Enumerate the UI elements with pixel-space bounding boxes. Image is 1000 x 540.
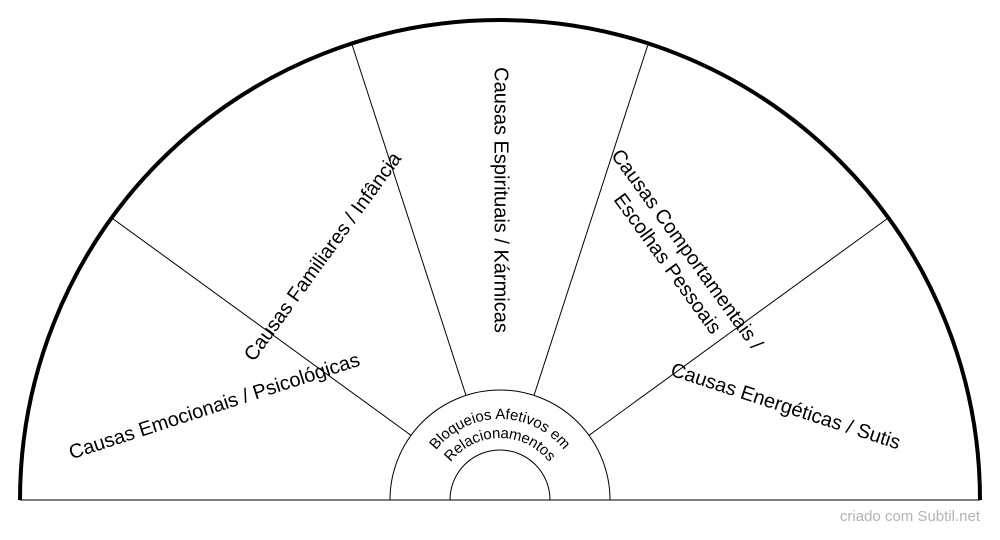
sector-label: Causas Espirituais / Kármicas <box>490 67 512 333</box>
sector-label-line: Causas Comportamentais / <box>607 145 767 354</box>
divider-line <box>533 43 649 396</box>
divider-line <box>588 217 889 436</box>
sector-label: Causas Emocionais / Psicológicas <box>66 349 362 464</box>
sector-label-line: Causas Familiares / Infância <box>240 148 407 366</box>
sector-label: Causas Comportamentais /Escolhas Pessoai… <box>607 145 767 354</box>
sector-label-line: Causas Emocionais / Psicológicas <box>66 349 362 464</box>
middle-arc <box>389 389 611 501</box>
sector-label: Causas Energéticas / Sutis <box>668 359 903 454</box>
divider-line <box>111 217 412 436</box>
chart-frame <box>18 18 982 501</box>
credit-text: criado com Subtil.net <box>839 508 980 525</box>
divider-line <box>351 43 467 396</box>
sector-dividers <box>111 43 889 436</box>
sector-label-line: Causas Energéticas / Sutis <box>668 359 903 454</box>
outer-arc <box>18 18 982 501</box>
sector-label: Causas Familiares / Infância <box>240 148 407 366</box>
sector-label-line: Causas Espirituais / Kármicas <box>490 67 512 333</box>
inner-arc <box>449 449 551 501</box>
